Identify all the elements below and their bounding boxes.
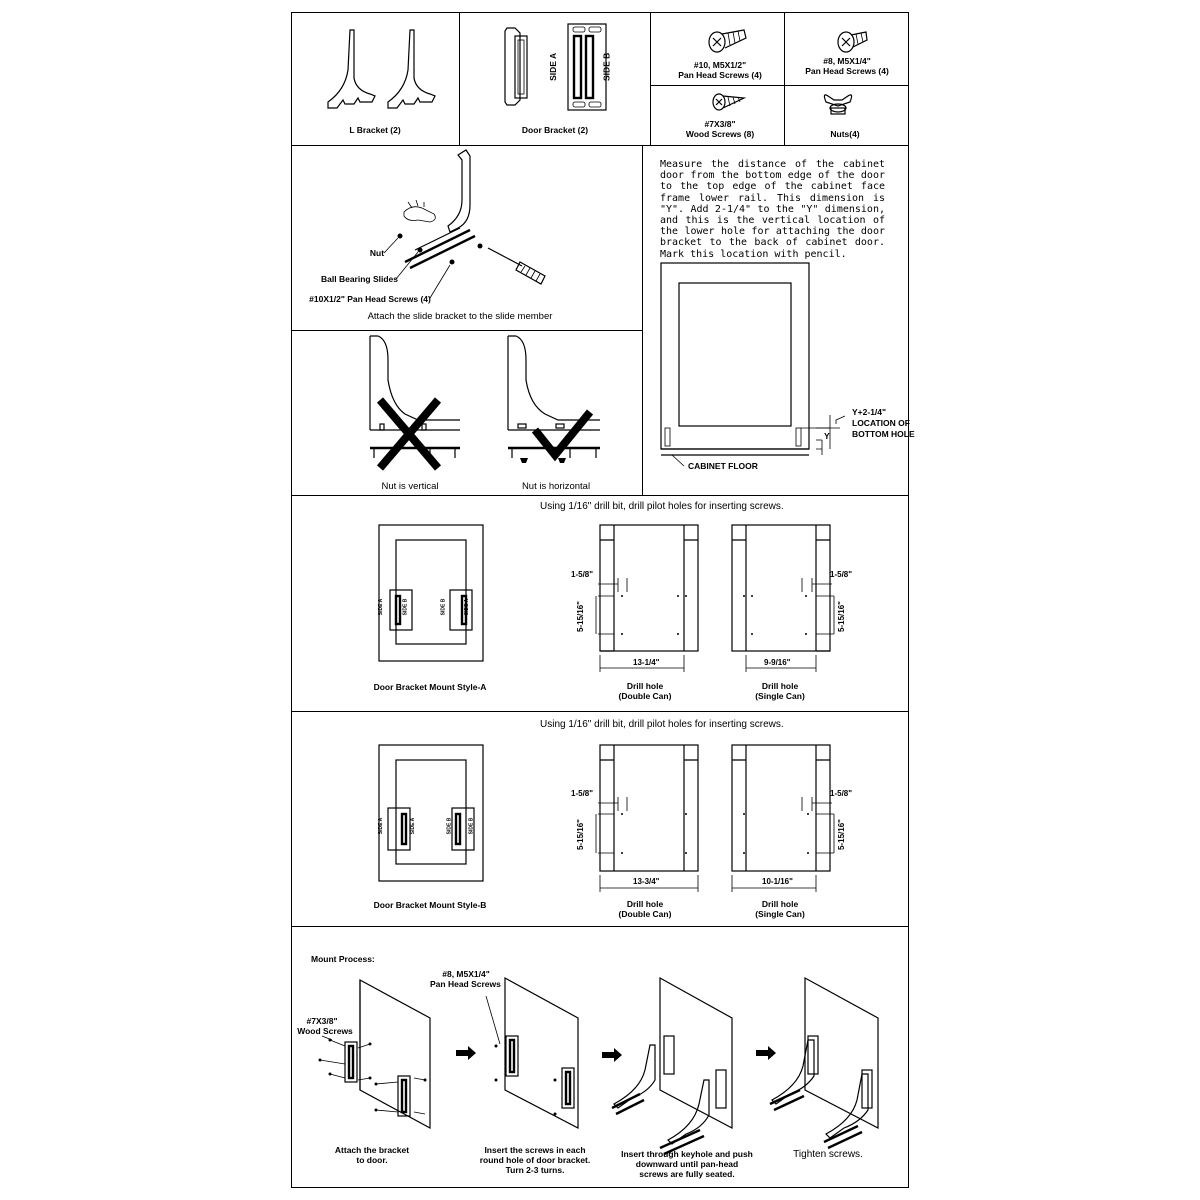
style-b-drill-note: Using 1/16" drill bit, drill pilot holes… (540, 719, 784, 730)
style-a-drill-single-2: (Single Can) (755, 691, 805, 701)
l-bracket-label: L Bracket (2) (349, 125, 401, 135)
style-a-side-a-right: SIDE A (464, 598, 471, 616)
wood-label-2: Wood Screws (8) (685, 129, 755, 139)
style-b-side-a-right: SIDE B (468, 817, 475, 835)
step2-caption-1: Insert the screws in each (484, 1145, 586, 1155)
style-a-side-b-left: SIDE B (402, 598, 409, 616)
style-b-dim-51516-right: 5-15/16" (836, 819, 846, 850)
style-b-mount-label: Door Bracket Mount Style-B (373, 900, 487, 910)
pan-head-callout-2: Pan Head Screws (430, 979, 501, 989)
style-a-drill-single-1: Drill hole (761, 681, 799, 691)
nuts-label: Nuts(4) (830, 129, 860, 139)
style-a-mount-label: Door Bracket Mount Style-A (373, 682, 487, 692)
style-a-dim-158-left: 1-5/8" (571, 570, 594, 579)
mount-process-title: Mount Process: (311, 954, 375, 964)
nut-vertical-caption: Nut is vertical (381, 481, 439, 492)
style-a-dim-51516-left: 5-15/16" (575, 601, 585, 632)
y-label: Y (824, 431, 830, 441)
y-plus-label-2: LOCATION OF (852, 418, 910, 428)
wood-label-1: #7X3/8" (704, 119, 736, 129)
style-b-drill-double-2: (Double Can) (618, 909, 672, 919)
y-plus-label-1: Y+2-1/4" (852, 407, 887, 417)
mount-process-panel (291, 926, 909, 1188)
style-b-side-b-right: SIDE B (446, 817, 453, 835)
style-a-dim-51516-right: 5-15/16" (836, 601, 846, 632)
style-b-dim-width-double: 13-3/4" (633, 877, 660, 886)
screw8-label-1: #8, M5X1/4" (823, 56, 871, 66)
style-a-side-a-left: SIDE A (378, 598, 385, 616)
pan-head-callout-1: #8, M5X1/4" (442, 969, 490, 979)
door-bracket-label: Door Bracket (2) (521, 125, 589, 135)
style-b-dim-158-left: 1-5/8" (571, 789, 594, 798)
style-b-drill-single-1: Drill hole (761, 899, 799, 909)
screw10-label-1: #10, M5X1/2" (693, 60, 747, 70)
nut-orientation-panel (291, 330, 643, 496)
cabinet-floor-label: CABINET FLOOR (688, 461, 758, 471)
step3-caption-3: screws are fully seated. (639, 1169, 735, 1179)
screw8-label-2: Pan Head Screws (4) (805, 66, 889, 76)
attach-caption: Attach the slide bracket to the slide me… (367, 311, 553, 322)
step3-caption-1: Insert through keyhole and push (621, 1149, 753, 1159)
style-a-dim-width-double: 13-1/4" (633, 658, 660, 667)
step3-caption-2: downward until pan-head (635, 1159, 739, 1169)
style-a-drill-note: Using 1/16" drill bit, drill pilot holes… (540, 501, 784, 512)
style-b-drill-double-1: Drill hole (626, 899, 664, 909)
ball-bearing-callout: Ball Bearing Slides (321, 274, 398, 284)
style-a-drill-double-2: (Double Can) (618, 691, 672, 701)
step1-caption-2: to door. (356, 1155, 388, 1165)
step4-caption: Tighten screws. (793, 1149, 863, 1160)
side-b-label: SIDE B (601, 52, 612, 82)
style-b-dim-51516-left: 5-15/16" (575, 819, 585, 850)
step2-caption-3: Turn 2-3 turns. (505, 1165, 565, 1175)
step1-caption-1: Attach the bracket (334, 1145, 410, 1155)
style-b-drill-single-2: (Single Can) (755, 909, 805, 919)
style-a-dim-158-right: 1-5/8" (830, 570, 853, 579)
wood-screws-callout-1: #7X3/8" (306, 1016, 338, 1026)
nut-callout: Nut (369, 248, 385, 258)
step2-caption-2: round hole of door bracket. (479, 1155, 591, 1165)
y-plus-label-3: BOTTOM HOLE (852, 429, 915, 439)
style-b-side-b-left: SIDE A (410, 817, 417, 835)
screw10-label-2: Pan Head Screws (4) (678, 70, 762, 80)
style-a-dim-width-single: 9-9/16" (764, 658, 791, 667)
wood-screws-callout-2: Wood Screws (297, 1026, 353, 1036)
style-a-side-b-right: SIDE B (440, 598, 447, 616)
style-a-drill-double-1: Drill hole (626, 681, 664, 691)
nut-horizontal-caption: Nut is horizontal (521, 481, 591, 492)
measure-instructions: Measure the distance of the cabinet door… (660, 159, 885, 260)
side-a-label: SIDE A (548, 52, 559, 81)
style-b-dim-width-single: 10-1/16" (762, 877, 793, 886)
style-b-side-a-left: SIDE A (378, 817, 385, 835)
pan-head-callout: #10X1/2" Pan Head Screws (4) (309, 294, 431, 304)
style-b-dim-158-right: 1-5/8" (830, 789, 853, 798)
